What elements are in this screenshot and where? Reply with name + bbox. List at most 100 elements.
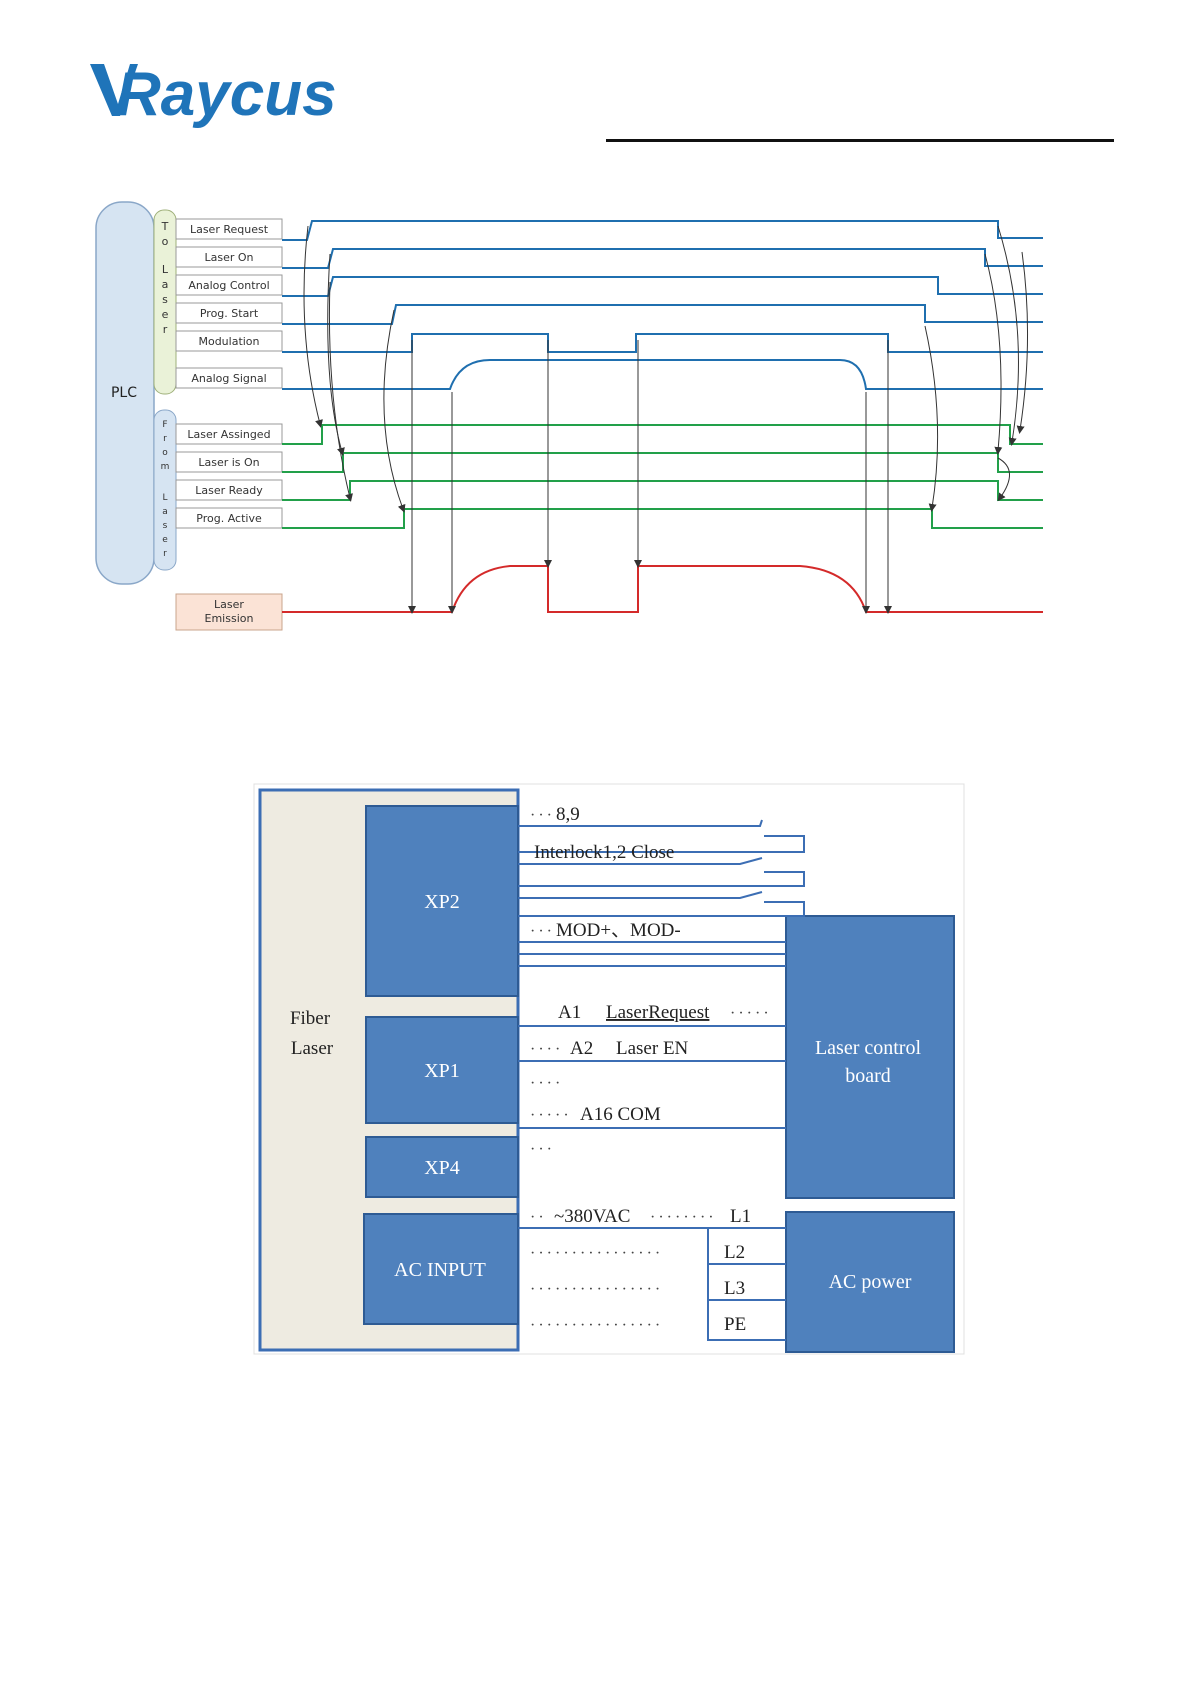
to-letter-2: L	[162, 263, 169, 276]
logo-mark	[90, 64, 138, 116]
label-380vac: ~380VAC	[554, 1206, 630, 1227]
dots: ················	[530, 1281, 663, 1298]
ac-power-block	[785, 1211, 955, 1353]
waveform-prog-start	[282, 304, 1043, 325]
label-laser-request: LaserRequest	[606, 1002, 710, 1023]
control-board-label-line2: board	[845, 1065, 891, 1087]
xp1-block	[365, 1016, 519, 1124]
signal-box	[175, 218, 283, 240]
from-letter-4: L	[162, 493, 167, 503]
timing-diagram: PLC T o L a s e r F r o m L a s e r Lase…	[95, 201, 1043, 631]
waveform-prog-active	[282, 508, 1043, 529]
ac-input-block	[363, 1213, 519, 1325]
control-board-label-line1: Laser control	[815, 1037, 922, 1059]
waveform-analog-control	[282, 276, 1043, 297]
signal-label-prog-start: Prog. Start	[200, 307, 259, 320]
plc-label: PLC	[111, 385, 137, 401]
from-letter-6: s	[163, 521, 168, 531]
arrow	[924, 325, 939, 512]
arrow	[984, 253, 1003, 455]
signal-label-laser-on: Laser On	[204, 251, 253, 264]
arrow	[1016, 251, 1029, 434]
to-letter-1: o	[162, 235, 169, 248]
label-l2: L2	[724, 1242, 745, 1263]
from-letter-7: e	[162, 535, 168, 545]
signal-box	[175, 302, 283, 324]
signal-label-analog-control: Analog Control	[188, 279, 269, 292]
signal-label-prog-active: Prog. Active	[196, 512, 262, 525]
dots: ····	[530, 1075, 563, 1092]
from-letter-5: a	[162, 507, 168, 517]
header-rule	[606, 139, 1114, 142]
label-interlock: Interlock1,2 Close	[534, 842, 674, 863]
from-letter-8: r	[163, 549, 167, 559]
to-letter-4: s	[162, 293, 168, 306]
waveform-laser-on	[282, 248, 1043, 269]
wire-pin9	[518, 835, 805, 853]
emission-label-line2: Emission	[205, 612, 254, 625]
xp4-label: XP4	[424, 1157, 460, 1179]
signal-label-modulation: Modulation	[198, 335, 259, 348]
xp1-label: XP1	[424, 1060, 460, 1082]
from-letter-2: o	[162, 448, 168, 458]
dots: ················	[530, 1317, 663, 1334]
plc-panel	[95, 201, 155, 585]
signal-box	[175, 451, 283, 473]
brand-name: Raycus	[116, 60, 337, 129]
signal-box	[175, 479, 283, 501]
emission-label-line1: Laser	[214, 598, 244, 611]
signal-label-laser-assigned: Laser Assinged	[187, 428, 270, 441]
signal-box	[175, 274, 283, 296]
from-letter-1: r	[163, 434, 167, 444]
signal-box	[175, 246, 283, 268]
arrow	[328, 281, 353, 502]
from-letter-0: F	[162, 420, 167, 430]
waveform-laser-request	[282, 220, 1043, 241]
fiber-laser-label-line2: Laser	[291, 1038, 334, 1059]
xp2-label: XP2	[424, 891, 460, 913]
arrow	[383, 309, 406, 513]
label-a1: A1	[558, 1002, 581, 1023]
signal-box	[175, 330, 283, 352]
xp4-block	[365, 1136, 519, 1198]
raycus-logo: Raycus	[90, 60, 350, 130]
waveform-laser-ready	[282, 480, 1043, 501]
to-letter-3: a	[162, 278, 169, 291]
signal-box	[175, 507, 283, 529]
to-letter-6: r	[163, 323, 168, 336]
wire-interlock1-return	[518, 871, 805, 887]
dots: ················	[530, 1245, 663, 1262]
waveform-laser-is-on	[282, 452, 1043, 473]
waveform-analog-signal	[282, 359, 1043, 390]
to-letter-5: e	[162, 308, 169, 321]
dots: ···	[530, 807, 555, 824]
from-letter-3: m	[161, 462, 170, 472]
dots: ········	[650, 1209, 717, 1226]
to-laser-group	[153, 209, 177, 395]
dots: ···	[530, 1141, 555, 1158]
waveform-laser-assigned	[282, 424, 1043, 445]
signal-box	[175, 423, 283, 445]
signal-label-laser-request: Laser Request	[190, 223, 269, 236]
wiring-diagram: Fiber Laser XP2 XP1 XP4 AC INPUT Laser c…	[253, 783, 965, 1355]
label-l3: L3	[724, 1278, 745, 1299]
wire-interlock1	[518, 857, 763, 865]
label-mod: MOD+、MOD-	[556, 920, 681, 941]
signal-label-laser-is-on: Laser is On	[198, 456, 259, 469]
dots: ···	[530, 923, 555, 940]
fiber-laser-label-line1: Fiber	[290, 1008, 331, 1029]
signal-label-analog-signal: Analog Signal	[191, 372, 266, 385]
signal-label-laser-ready: Laser Ready	[195, 484, 263, 497]
signal-box	[175, 367, 283, 389]
dots: ··	[530, 1209, 547, 1226]
xp2-block	[365, 805, 519, 997]
wire-pin8	[518, 819, 763, 827]
label-pe: PE	[724, 1314, 746, 1335]
dots: ·····	[530, 1107, 572, 1124]
waveform-laser-emission	[282, 565, 1043, 613]
ac-input-label: AC INPUT	[394, 1259, 486, 1281]
arrow	[303, 225, 323, 428]
laser-control-board	[785, 915, 955, 1199]
ac-power-label: AC power	[829, 1271, 912, 1293]
wire-interlock2-return	[518, 901, 805, 917]
